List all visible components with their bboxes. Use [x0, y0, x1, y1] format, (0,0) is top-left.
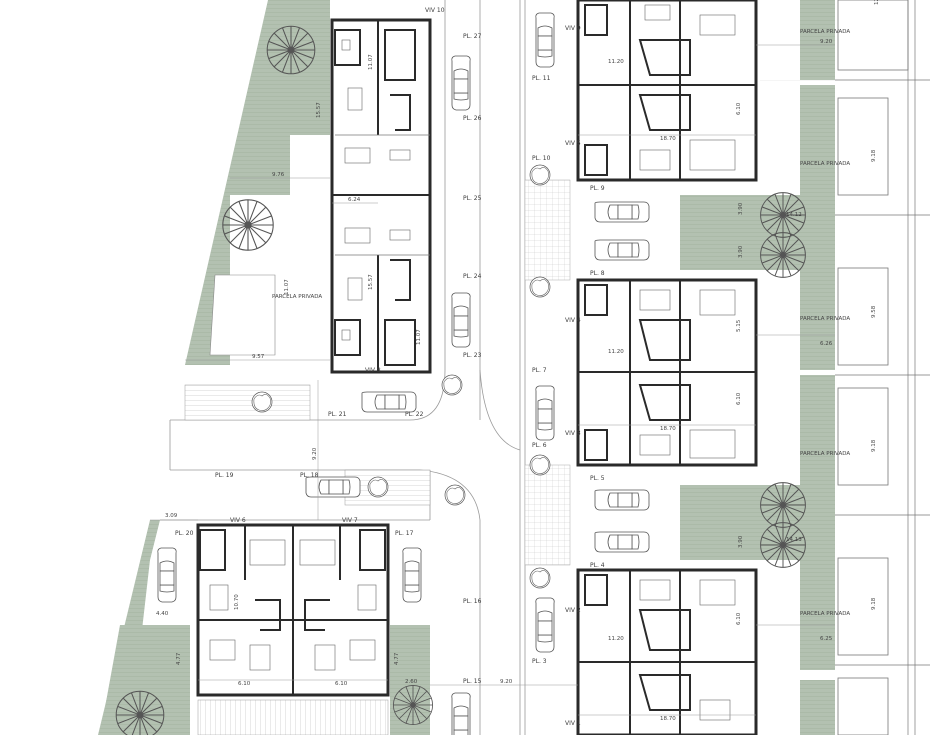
label-pl15: PL. 15	[463, 678, 482, 685]
label-pl23: PL. 23	[463, 352, 482, 359]
dim-11-20-a: 11.20	[608, 59, 624, 65]
dim-15-57-b: 15.57	[368, 274, 374, 290]
dim-3-90-c: 3.90	[738, 535, 744, 548]
dim-15-57-a: 15.57	[316, 102, 322, 118]
dim-18-70-b: 18.70	[660, 426, 676, 432]
dim-12: 12	[874, 0, 880, 5]
note-right-4: PARCELA PRIVADA	[800, 451, 850, 457]
label-viv8: VIV 8	[365, 367, 381, 374]
label-viv10: VIV 10	[425, 7, 445, 14]
dim-9-57: 9.57	[252, 354, 265, 360]
dim-6-10-b: 6.10	[335, 681, 348, 687]
dim-2-60: 2.60	[405, 679, 418, 685]
dim-11-20-b: 11.20	[608, 349, 624, 355]
label-viv9: VIV 9	[565, 25, 581, 32]
plot-labels: PL. 27 PL. 26 PL. 25 PL. 24 PL. 23 PL. 2…	[175, 33, 605, 685]
dim-3-09: 3.09	[165, 513, 178, 519]
dim-3-90-a: 3.90	[738, 202, 744, 215]
label-pl22: PL. 22	[405, 411, 424, 418]
dim-6-10-e: 6.10	[736, 612, 742, 625]
label-pl8: PL. 8	[590, 270, 605, 277]
dim-9-76: 9.76	[272, 172, 285, 178]
label-pl10: PL. 10	[532, 155, 551, 162]
dim-14-13: 14.13	[786, 537, 802, 543]
dim-6-10-c: 6.10	[736, 102, 742, 115]
dim-9-20-b: 9.20	[500, 679, 513, 685]
label-viv5: VIV 5	[565, 140, 581, 147]
building-viv9-8	[576, 0, 758, 182]
roads	[160, 0, 526, 735]
building-viv2-1	[576, 568, 758, 735]
dim-11-07-b: 11.07	[284, 279, 290, 295]
note-right-2: PARCELA PRIVADA	[800, 161, 850, 167]
dim-6-24: 6.24	[348, 197, 361, 203]
label-viv1: VIV 1	[565, 720, 581, 727]
dim-6-10-d: 6.10	[736, 392, 742, 405]
label-viv4: VIV 4	[565, 317, 581, 324]
dim-9-18-a: 9.18	[871, 149, 877, 162]
dim-9-20-c: 9.20	[820, 39, 833, 45]
label-pl19: PL. 19	[215, 472, 234, 479]
label-viv6: VIV 6	[230, 517, 246, 524]
label-pl26: PL. 26	[463, 115, 482, 122]
dim-14-12: 14.12	[786, 212, 802, 218]
label-pl9: PL. 9	[590, 185, 605, 192]
dim-4-77-a: 4.77	[176, 652, 182, 665]
dim-11-20-c: 11.20	[608, 636, 624, 642]
dim-9-20-a: 9.20	[312, 447, 318, 460]
note-right-1: PARCELA PRIVADA	[800, 29, 850, 35]
dim-4-40: 4.40	[156, 611, 169, 617]
label-pl24: PL. 24	[463, 273, 482, 280]
label-pl3: PL. 3	[532, 658, 547, 665]
dimension-lines	[150, 44, 835, 716]
label-pl25: PL. 25	[463, 195, 482, 202]
dim-18-70-a: 18.70	[660, 136, 676, 142]
dim-9-18-c: 9.18	[871, 597, 877, 610]
label-viv7: VIV 7	[342, 517, 358, 524]
label-pl6: PL. 6	[532, 442, 547, 449]
right-green-strips	[680, 0, 835, 735]
label-pl17: PL. 17	[395, 530, 414, 537]
label-pl27: PL. 27	[463, 33, 482, 40]
note-left: PARCELA PRIVADA	[272, 294, 322, 300]
dim-4-77-b: 4.77	[394, 652, 400, 665]
dim-11-07-a: 11.07	[368, 54, 374, 70]
trees	[115, 25, 807, 735]
dim-10-70: 10.70	[234, 594, 240, 610]
paving-strips	[184, 179, 571, 735]
label-pl18: PL. 18	[300, 472, 319, 479]
dim-5-15-a: 5.15	[736, 319, 742, 332]
left-green-area	[98, 0, 430, 735]
dimension-labels: 15.57 11.07 9.76 6.24 11.07 15.57 9.57 1…	[156, 0, 880, 722]
right-parcels	[835, 0, 930, 735]
label-viv3: VIV 3	[565, 430, 581, 437]
label-pl21: PL. 21	[328, 411, 347, 418]
note-right-3: PARCELA PRIVADA	[800, 316, 850, 322]
label-pl11: PL. 11	[532, 75, 551, 82]
building-viv4-3	[576, 278, 758, 467]
label-pl16: PL. 16	[463, 598, 482, 605]
dim-6-26: 6.26	[820, 341, 833, 347]
dim-18-70-c: 18.70	[660, 716, 676, 722]
dwelling-labels: VIV 10 VIV 9 VIV 8 VIV 7 VIV 6 VIV 5 VIV…	[230, 7, 581, 727]
label-viv2: VIV 2	[565, 607, 581, 614]
dim-11-07-c: 11.07	[416, 329, 422, 345]
dim-9-18-b: 9.18	[871, 439, 877, 452]
label-pl4: PL. 4	[590, 562, 605, 569]
building-viv6-7	[196, 523, 390, 697]
dim-9-58: 9.58	[871, 305, 877, 318]
label-pl5: PL. 5	[590, 475, 605, 482]
label-pl20: PL. 20	[175, 530, 194, 537]
dim-3-90-b: 3.90	[738, 245, 744, 258]
note-right-5: PARCELA PRIVADA	[800, 611, 850, 617]
dim-6-10-a: 6.10	[238, 681, 251, 687]
dim-6-25: 6.25	[820, 636, 833, 642]
building-viv10	[330, 18, 432, 374]
parcel-notes: PARCELA PRIVADA PARCELA PRIVADA PARCELA …	[272, 29, 850, 617]
label-pl7: PL. 7	[532, 367, 547, 374]
